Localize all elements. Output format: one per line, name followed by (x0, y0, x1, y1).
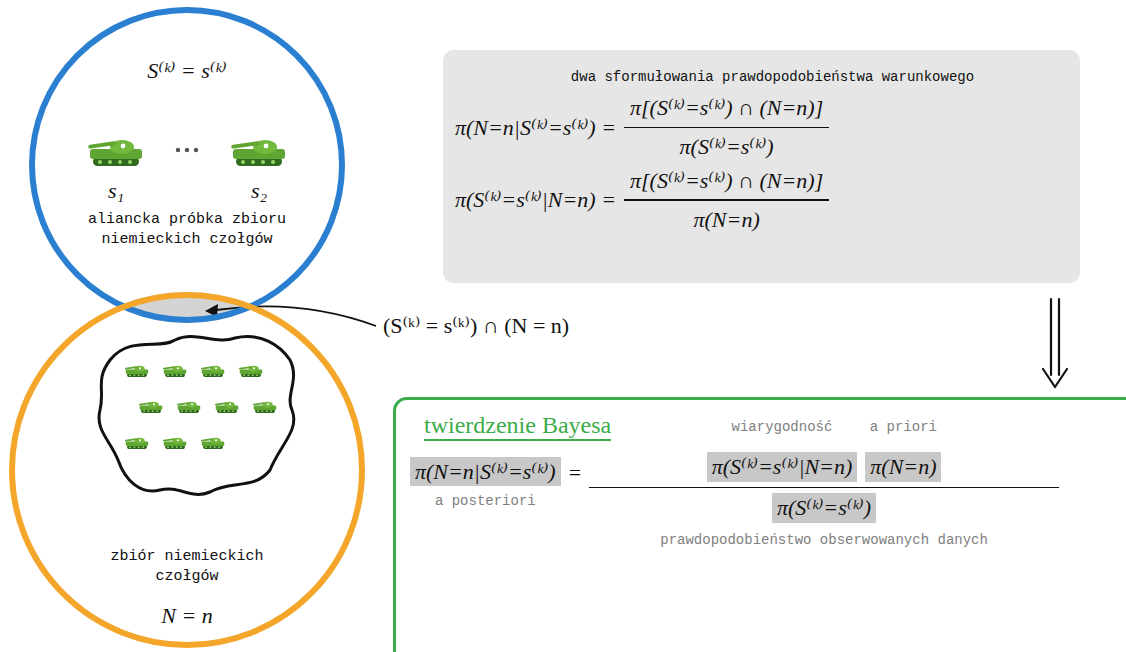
lhs-column: π(N=n|S⁽ᵏ⁾=s⁽ᵏ⁾) a posteriori (410, 457, 561, 511)
term-caption: prawdopodobieństwo obserwowanych danych (660, 531, 988, 549)
map-tanks (125, 366, 276, 449)
denominator: π(N=n) (694, 206, 760, 234)
fraction: wiarygodność π(S⁽ᵏ⁾=s⁽ᵏ⁾|N=n) a priori π(N=… (589, 418, 1059, 549)
fraction-bar (624, 127, 829, 129)
fraction-bar (624, 199, 829, 201)
tank-icon (231, 140, 285, 166)
box-title: twierdzenie Bayesa (424, 412, 611, 441)
set-label: S⁽ᵏ⁾ = s⁽ᵏ⁾ (147, 57, 226, 85)
circle-outline (29, 7, 345, 323)
bayes-formula: π(N=n|S⁽ᵏ⁾=s⁽ᵏ⁾) a posteriori = wiarygodnoś… (410, 418, 1059, 549)
tank-icon (163, 438, 186, 449)
tank-icon (239, 366, 262, 377)
tank-icon (177, 402, 200, 413)
panel-heading: dwa sformułowania prawdopodobieństwa war… (455, 68, 1060, 86)
arrow-head (1043, 369, 1067, 387)
set-circle: zbiór niemieckich czołgów N = n (9, 292, 365, 648)
numerator: π[(S⁽ᵏ⁾=s⁽ᵏ⁾) ∩ (N=n)] (624, 167, 829, 195)
tank-icon (163, 366, 186, 377)
circle-caption: zbiór niemieckich czołgów (87, 547, 287, 586)
numerator: π[(S⁽ᵏ⁾=s⁽ᵏ⁾) ∩ (N=n)] (624, 94, 829, 122)
double-arrow (1043, 299, 1067, 387)
tank-icon (125, 438, 148, 449)
denominator-term: π(S⁽ᵏ⁾=s⁽ᵏ⁾) (772, 493, 876, 523)
numerator-row: wiarygodność π(S⁽ᵏ⁾=s⁽ᵏ⁾|N=n) a priori π(N=… (707, 418, 942, 482)
fraction-bar (589, 487, 1059, 489)
denominator: π(S⁽ᵏ⁾=s⁽ᵏ⁾) (680, 133, 774, 161)
tank-icon (139, 402, 162, 413)
term-column: wiarygodność π(S⁽ᵏ⁾=s⁽ᵏ⁾|N=n) (707, 418, 858, 482)
formula-row: π(S⁽ᵏ⁾=s⁽ᵏ⁾|N=n) = π[(S⁽ᵏ⁾=s⁽ᵏ⁾) ∩ (N=n)]… (455, 167, 1060, 234)
map-outline (99, 336, 294, 494)
tank-icon (253, 402, 276, 413)
term-caption: wiarygodność (732, 418, 833, 436)
formula-lhs: π(S⁽ᵏ⁾=s⁽ᵏ⁾|N=n) = (455, 186, 616, 214)
posterior-term: π(N=n|S⁽ᵏ⁾=s⁽ᵏ⁾) (410, 457, 561, 487)
region-label: (S⁽ᵏ⁾ = s⁽ᵏ⁾) ∩ (N = n) (380, 312, 572, 340)
tank-icon (125, 366, 148, 377)
formula-panel: dwa sformułowania prawdopodobieństwa war… (443, 50, 1080, 283)
set-circle: S⁽ᵏ⁾ = s⁽ᵏ⁾ s₁ s₂ aliancka próbka zbioru ni… (29, 7, 345, 323)
set-label: N = n (161, 602, 213, 630)
fraction: π[(S⁽ᵏ⁾=s⁽ᵏ⁾) ∩ (N=n)] π(S⁽ᵏ⁾=s⁽ᵏ⁾) (624, 94, 829, 161)
tank-icon (215, 402, 238, 413)
tank-icon (88, 140, 142, 166)
term-column: a priori π(N=n) (865, 418, 941, 482)
arrow-shaft (1050, 299, 1052, 375)
tank-icon (201, 366, 224, 377)
ellipsis-dots (176, 148, 198, 152)
circle-stroke (12, 295, 362, 645)
circle-stroke (32, 10, 342, 320)
formula-row: π(N=n|S⁽ᵏ⁾=s⁽ᵏ⁾) = π[(S⁽ᵏ⁾=s⁽ᵏ⁾) ∩ (N=n)]… (455, 94, 1060, 161)
fraction: π[(S⁽ᵏ⁾=s⁽ᵏ⁾) ∩ (N=n)] π(N=n) (624, 167, 829, 234)
circle-caption: aliancka próbka zbioru niemieckich czołg… (62, 210, 312, 249)
intersection-lens (9, 292, 365, 648)
sample-label: s₁ (108, 177, 124, 205)
numerator-term: π(S⁽ᵏ⁾=s⁽ᵏ⁾|N=n) (707, 452, 858, 482)
sample-label: s₂ (251, 177, 267, 205)
numerator-term: π(N=n) (865, 452, 941, 482)
tank-icon (201, 438, 224, 449)
term-caption: a posteriori (435, 492, 536, 510)
equals-sign: = (569, 459, 581, 487)
formula-lhs: π(N=n|S⁽ᵏ⁾=s⁽ᵏ⁾) = (455, 114, 616, 142)
term-caption: a priori (870, 418, 937, 436)
circle-outline (9, 292, 365, 648)
arrow-shaft (1058, 299, 1060, 375)
bayes-box: twierdzenie Bayesa π(N=n|S⁽ᵏ⁾=s⁽ᵏ⁾) a post… (393, 397, 1126, 652)
